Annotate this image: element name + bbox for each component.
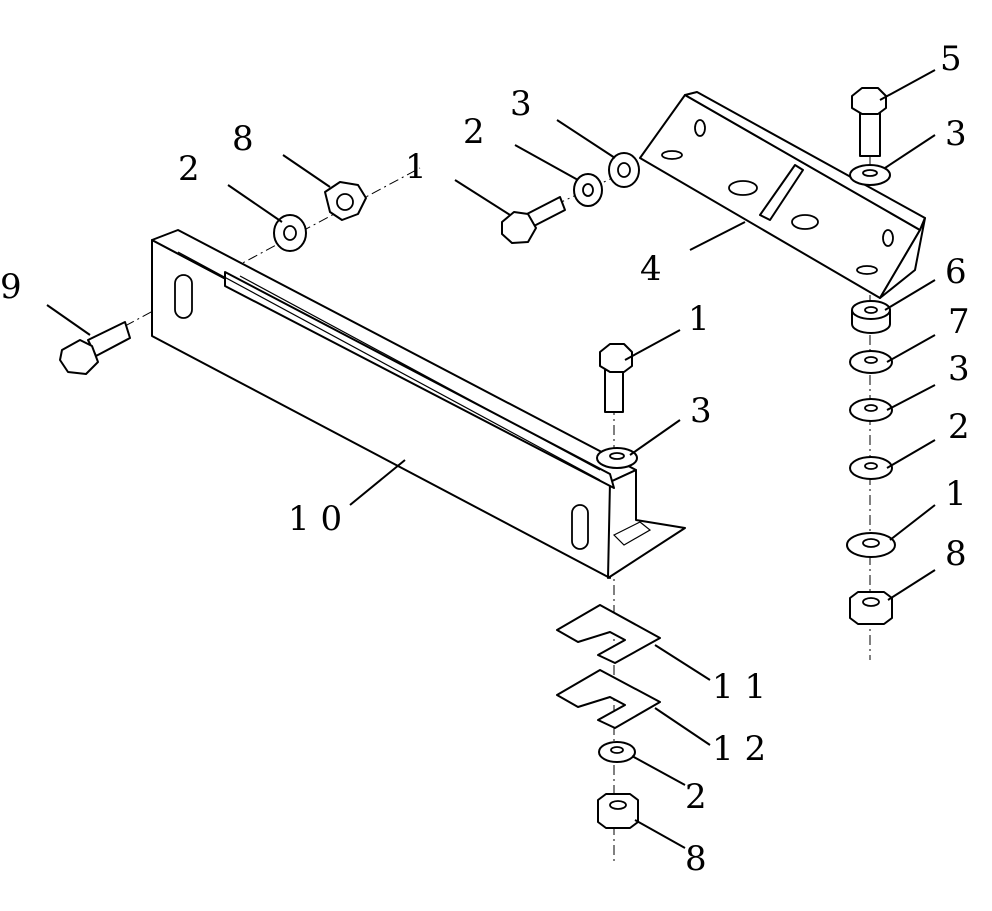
callout-9: 9: [0, 267, 22, 307]
upper-middle-washer-2: [573, 173, 603, 207]
callout-6: 6: [945, 252, 967, 292]
callout-12: 1 2: [712, 729, 766, 769]
shim-11: [556, 604, 661, 664]
shim-12: [556, 669, 661, 729]
right-washer-7: [849, 350, 893, 374]
right-washer-1: [846, 532, 896, 558]
right-washer-2: [849, 456, 893, 480]
callout-11: 1 1: [712, 667, 766, 707]
upper-left-washer-2: [273, 214, 307, 252]
callout-8: 8: [945, 534, 967, 574]
long-bracket-part-10: [151, 229, 686, 579]
lower-washer-3: [596, 447, 638, 469]
right-nut-8: [849, 591, 893, 625]
right-spacer-6: [851, 300, 891, 334]
callout-2: 2: [948, 407, 970, 447]
lower-bolt-1: [599, 343, 633, 413]
callout-7: 7: [948, 302, 970, 342]
upper-left-nut-8: [324, 181, 367, 221]
callout-1: 1: [688, 299, 710, 339]
lower-washer-2: [598, 741, 636, 763]
callout-3: 3: [690, 391, 712, 431]
callout-1: 1: [405, 147, 427, 187]
leader-lines: [46, 69, 936, 849]
callout-2: 2: [463, 112, 485, 152]
right-bolt-5: [851, 87, 887, 157]
lower-nut-8: [597, 793, 639, 829]
callout-4: 4: [640, 249, 662, 289]
callout-2: 2: [178, 149, 200, 189]
callout-3: 3: [510, 84, 532, 124]
callout-1: 1: [945, 474, 967, 514]
callout-3: 3: [948, 349, 970, 389]
upper-middle-washer-3: [608, 152, 640, 188]
callout-3: 3: [945, 114, 967, 154]
callout-labels: 5 3 3 2 8 2 1 9 4 6 1 7 3 3 2 1 1 0 8 1 …: [0, 39, 970, 879]
callout-2: 2: [685, 777, 707, 817]
upper-middle-bolt: [501, 196, 566, 244]
bolt-9: [59, 321, 131, 375]
right-washer-3: [849, 164, 891, 186]
callout-5: 5: [940, 39, 962, 79]
short-bracket-part-4: [639, 91, 926, 299]
callout-8: 8: [232, 119, 254, 159]
callout-10: 1 0: [288, 499, 342, 539]
right-washer-3b: [849, 398, 893, 422]
callout-8: 8: [685, 839, 707, 879]
